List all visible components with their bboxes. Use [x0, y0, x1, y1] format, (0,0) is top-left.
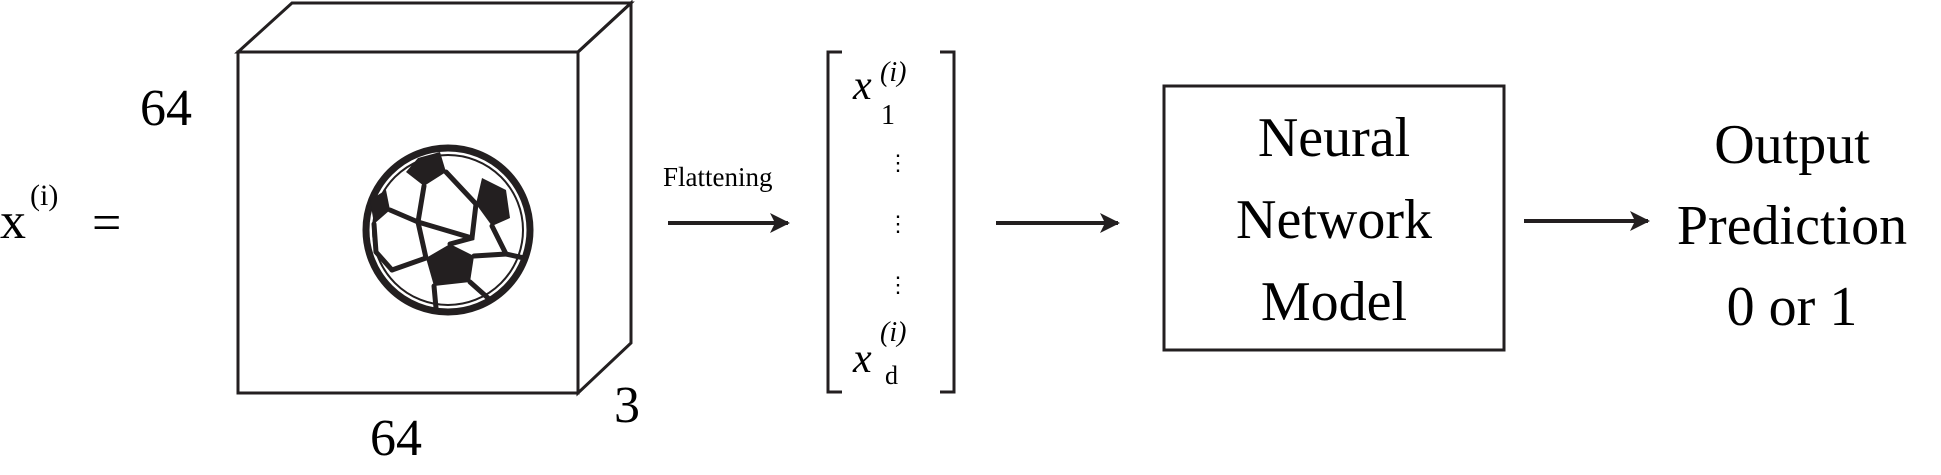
cube-side-face — [576, 0, 633, 397]
equals-sign: = — [92, 195, 121, 252]
flattening-label: Flattening — [663, 162, 773, 192]
model-box-border — [1162, 84, 1506, 352]
vector-first-var: x — [852, 63, 872, 109]
vector-ellipsis: ⋮ — [887, 150, 909, 175]
vector-first-sub: 1 — [881, 100, 895, 131]
output-line-3: 0 or 1 — [1727, 276, 1858, 338]
soccer-ball-icon — [362, 144, 534, 316]
image-cube: 64 64 3 — [140, 0, 640, 467]
cube-top-face — [234, 1, 635, 54]
cube-front-face — [236, 50, 580, 395]
vector-ellipsis: ⋮ — [887, 211, 909, 236]
vector-last-sub: d — [885, 361, 898, 390]
flattening-step: Flattening — [663, 162, 790, 233]
output-line-1: Output — [1714, 114, 1870, 176]
vector-last-var: x — [852, 336, 872, 382]
model-line-1: Neural — [1258, 107, 1410, 169]
model-line-3: Model — [1261, 271, 1407, 333]
vector-last-sup: (i) — [880, 317, 906, 348]
vector-first-sup: (i) — [880, 57, 906, 88]
vector-left-bracket — [826, 50, 842, 394]
model-box: Neural Network Model — [1162, 84, 1506, 352]
input-equation: x (i) = — [0, 179, 121, 252]
height-label: 64 — [140, 80, 192, 137]
output-prediction: Output Prediction 0 or 1 — [1677, 114, 1907, 338]
depth-label: 3 — [614, 377, 640, 434]
input-var: x — [0, 193, 26, 250]
width-label: 64 — [370, 410, 422, 467]
model-line-2: Network — [1236, 189, 1432, 251]
output-line-2: Prediction — [1677, 195, 1907, 257]
vector-right-bracket — [940, 50, 956, 394]
vector-ellipsis: ⋮ — [887, 272, 909, 297]
flattened-vector: x (i) 1 ⋮ ⋮ ⋮ x (i) d — [826, 50, 956, 394]
input-superscript: (i) — [30, 179, 58, 212]
